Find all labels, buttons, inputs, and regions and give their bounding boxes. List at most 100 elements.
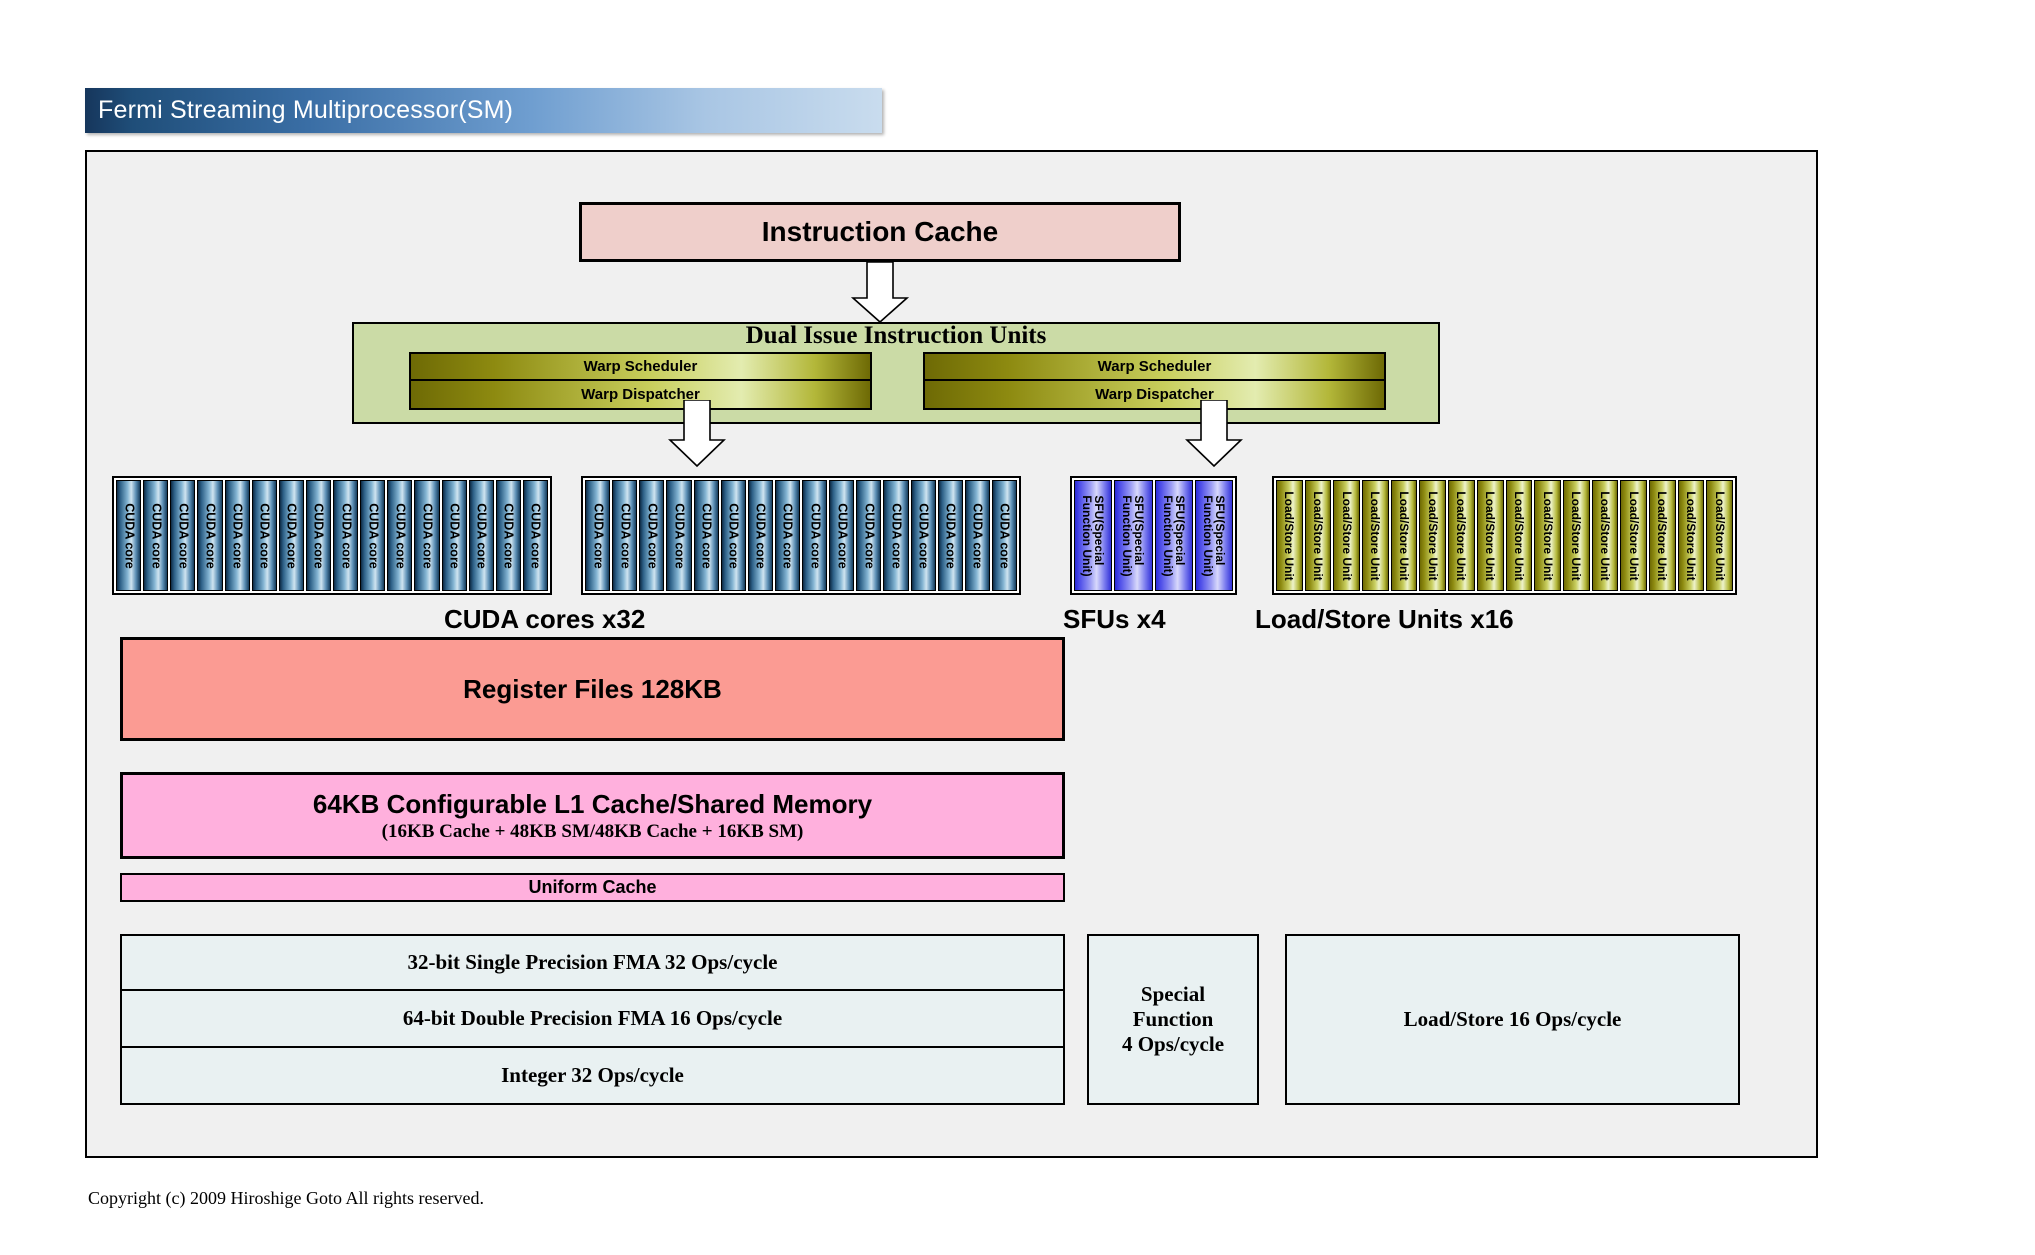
load-store-unit-2-label: Load/Store Unit	[1339, 490, 1354, 581]
load-store-unit-15: Load/Store Unit	[1706, 480, 1733, 591]
instruction-cache-label: Instruction Cache	[761, 216, 999, 247]
dual-issue-instruction-units-block: Dual Issue Instruction Units Warp Schedu…	[352, 322, 1440, 424]
l1-cache-sublabel: (16KB Cache + 48KB SM/48KB Cache + 16KB …	[381, 820, 804, 842]
cuda-core-20: CUDA core	[693, 480, 719, 591]
double-precision-label: 64-bit Double Precision FMA 16 Ops/cycle	[402, 1006, 783, 1030]
cuda-core-11-label: CUDA core	[420, 502, 435, 569]
single-precision-throughput-block: 32-bit Single Precision FMA 32 Ops/cycle	[120, 934, 1065, 991]
cuda-core-5-label: CUDA core	[257, 502, 272, 569]
dual-issue-title: Dual Issue Instruction Units	[745, 322, 1047, 349]
cuda-core-5: CUDA core	[251, 480, 277, 591]
load-store-unit-10: Load/Store Unit	[1562, 480, 1590, 591]
cuda-core-16-label: CUDA core	[590, 502, 605, 569]
cuda-core-31-label: CUDA core	[997, 502, 1012, 569]
load-store-unit-0-label: Load/Store Unit	[1282, 490, 1297, 581]
window-title-bar: Fermi Streaming Multiprocessor(SM)	[85, 88, 882, 133]
sfus-caption: SFUs x4	[1063, 604, 1166, 634]
cuda-core-14-label: CUDA core	[501, 502, 516, 569]
special-function-line-0: Special	[1140, 982, 1206, 1007]
cuda-core-7: CUDA core	[305, 480, 331, 591]
cuda-core-21: CUDA core	[720, 480, 746, 591]
arrow-icache-to-dual-issue	[850, 262, 910, 324]
cuda-core-12: CUDA core	[441, 480, 467, 591]
l1-cache-label: 64KB Configurable L1 Cache/Shared Memory	[312, 788, 873, 819]
integer-throughput-block: Integer 32 Ops/cycle	[120, 1048, 1065, 1105]
cuda-core-2: CUDA core	[170, 480, 196, 591]
cuda-core-28: CUDA core	[910, 480, 936, 591]
cuda-core-22: CUDA core	[747, 480, 773, 591]
load-store-unit-7: Load/Store Unit	[1476, 480, 1504, 591]
cuda-core-30: CUDA core	[964, 480, 990, 591]
load-store-unit-6-label: Load/Store Unit	[1454, 490, 1469, 581]
cuda-core-23: CUDA core	[774, 480, 800, 591]
cuda-core-10: CUDA core	[387, 480, 413, 591]
double-precision-throughput-block: 64-bit Double Precision FMA 16 Ops/cycle	[120, 991, 1065, 1048]
cuda-core-0-label: CUDA core	[121, 502, 136, 569]
load-store-unit-10-label: Load/Store Unit	[1569, 490, 1584, 581]
cuda-core-15-label: CUDA core	[528, 502, 543, 569]
down-arrow-icon	[850, 262, 910, 324]
instruction-cache-block: Instruction Cache	[579, 202, 1181, 262]
cuda-core-29-label: CUDA core	[943, 502, 958, 569]
cuda-core-20-label: CUDA core	[699, 502, 714, 569]
load-store-unit-5-label: Load/Store Unit	[1425, 490, 1440, 581]
cuda-core-25: CUDA core	[829, 480, 855, 591]
cuda-core-29: CUDA core	[937, 480, 963, 591]
cuda-core-31: CUDA core	[991, 480, 1017, 591]
uniform-cache-block: Uniform Cache	[120, 873, 1065, 902]
cuda-core-27-label: CUDA core	[889, 502, 904, 569]
load-store-unit-4-label: Load/Store Unit	[1397, 490, 1412, 581]
cuda-core-17: CUDA core	[612, 480, 638, 591]
cuda-core-1-label: CUDA core	[148, 502, 163, 569]
cuda-core-1: CUDA core	[143, 480, 169, 591]
load-store-unit-14-label: Load/Store Unit	[1683, 490, 1698, 581]
load-store-unit-13-label: Load/Store Unit	[1655, 490, 1670, 581]
cuda-core-2-label: CUDA core	[176, 502, 191, 569]
load-store-unit-13: Load/Store Unit	[1648, 480, 1676, 591]
load-store-unit-5: Load/Store Unit	[1419, 480, 1447, 591]
cuda-core-8-label: CUDA core	[338, 502, 353, 569]
cuda-core-26-label: CUDA core	[862, 502, 877, 569]
load-store-unit-1: Load/Store Unit	[1304, 480, 1332, 591]
cuda-core-6: CUDA core	[278, 480, 304, 591]
cuda-core-16: CUDA core	[585, 480, 611, 591]
special-function-line-1: Function	[1132, 1007, 1214, 1032]
cuda-core-22-label: CUDA core	[753, 502, 768, 569]
warp-scheduler-group-0: Warp Scheduler Warp Dispatcher	[409, 352, 872, 410]
cuda-core-4-label: CUDA core	[230, 502, 245, 569]
cuda-core-18-label: CUDA core	[645, 502, 660, 569]
cuda-core-8: CUDA core	[333, 480, 359, 591]
cuda-core-24-label: CUDA core	[807, 502, 822, 569]
copyright-notice: Copyright (c) 2009 Hiroshige Goto All ri…	[88, 1188, 484, 1208]
cuda-core-3-label: CUDA core	[203, 502, 218, 569]
page-title: Fermi Streaming Multiprocessor(SM)	[98, 96, 514, 124]
cuda-core-23-label: CUDA core	[780, 502, 795, 569]
special-function-throughput-block: Special Function 4 Ops/cycle	[1087, 934, 1259, 1105]
load-store-unit-8-label: Load/Store Unit	[1511, 490, 1526, 581]
load-store-unit-15-label: Load/Store Unit	[1712, 490, 1727, 581]
load-store-unit-11: Load/Store Unit	[1591, 480, 1619, 591]
load-store-throughput-block: Load/Store 16 Ops/cycle	[1285, 934, 1740, 1105]
uniform-cache-label: Uniform Cache	[528, 877, 657, 897]
cuda-core-21-label: CUDA core	[726, 502, 741, 569]
warp-scheduler-0: Warp Scheduler	[409, 352, 872, 381]
cuda-core-14: CUDA core	[495, 480, 521, 591]
cuda-core-13-label: CUDA core	[474, 502, 489, 569]
l1-cache-block: 64KB Configurable L1 Cache/Shared Memory…	[120, 772, 1065, 859]
load-store-unit-12-label: Load/Store Unit	[1626, 490, 1641, 581]
cuda-core-4: CUDA core	[224, 480, 250, 591]
cuda-core-18: CUDA core	[639, 480, 665, 591]
cuda-core-25-label: CUDA core	[834, 502, 849, 569]
load-store-unit-12: Load/Store Unit	[1620, 480, 1647, 591]
load-store-unit-3: Load/Store Unit	[1362, 480, 1389, 591]
special-function-line-2: 4 Ops/cycle	[1121, 1031, 1225, 1056]
sm-diagram-panel: Instruction Cache Dual Issue Instruction…	[85, 150, 1818, 1158]
load-store-unit-7-label: Load/Store Unit	[1483, 490, 1498, 581]
warp-dispatcher-1: Warp Dispatcher	[923, 381, 1386, 410]
